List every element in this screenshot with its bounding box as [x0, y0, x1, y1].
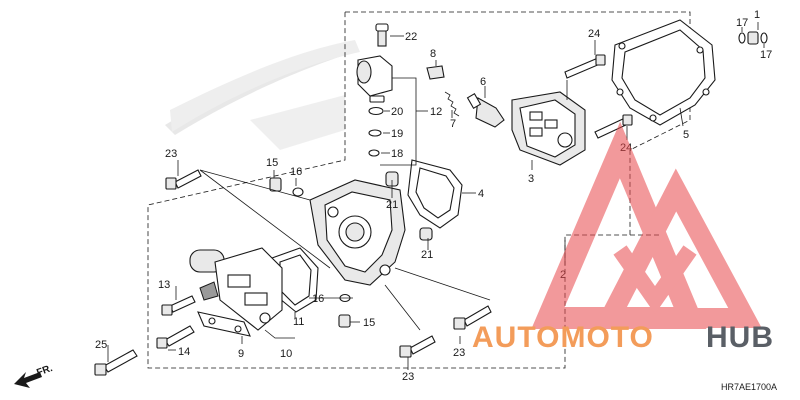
- callout-16-lower: 16: [312, 293, 324, 305]
- callout-17-right: 17: [760, 49, 772, 61]
- solenoid-lower: [189, 247, 283, 331]
- washer-16-upper: [292, 187, 304, 197]
- clip-8: [426, 65, 445, 80]
- callout-4: 4: [478, 188, 484, 200]
- callout-12: 12: [430, 106, 442, 118]
- callout-23-right: 23: [453, 347, 465, 359]
- washer-20: [368, 106, 384, 116]
- bracket-9: [197, 311, 251, 337]
- callout-18: 18: [391, 148, 403, 160]
- callout-10: 10: [280, 348, 292, 360]
- callout-19: 19: [391, 128, 403, 140]
- gasket-4: [407, 159, 463, 229]
- watermark-text-secondary: HUB: [706, 321, 774, 354]
- spring-7: [444, 91, 460, 117]
- callout-16-upper: 16: [290, 166, 302, 178]
- callout-labels: 1 2 3 4 5 6 7 8 9 10 11 12 13 14 15 15 1…: [95, 9, 772, 383]
- callout-6: 6: [480, 76, 486, 88]
- callout-23-left: 23: [165, 148, 177, 160]
- bolt-24-lower: [594, 114, 633, 139]
- callout-21-upper: 21: [386, 199, 398, 211]
- callout-7: 7: [450, 118, 456, 130]
- gasket-5: [611, 19, 716, 126]
- callout-24-upper: 24: [588, 28, 600, 40]
- front-direction-indicator: FR.: [14, 363, 54, 388]
- callout-21-lower: 21: [421, 249, 433, 261]
- solenoid-upper: [356, 23, 393, 103]
- bolt-23-right: [453, 305, 492, 330]
- plug-1: [738, 31, 768, 45]
- bolt-25: [94, 349, 138, 376]
- spool-6: [466, 93, 505, 128]
- callout-11: 11: [293, 316, 304, 328]
- bolt-15-lower: [338, 314, 351, 328]
- gasket-11: [271, 247, 319, 313]
- callout-1: 1: [754, 9, 760, 21]
- watermark: AUTOMOTO HUB: [472, 121, 774, 354]
- callout-5: 5: [683, 129, 689, 141]
- bolt-13: [161, 295, 196, 316]
- watermark-text-primary: AUTOMOTO: [472, 321, 654, 354]
- callout-20: 20: [391, 106, 403, 118]
- callout-14: 14: [178, 346, 190, 358]
- washer-19: [368, 129, 382, 137]
- callout-13: 13: [158, 279, 170, 291]
- callout-23-bottom: 23: [402, 371, 414, 383]
- bolt-14: [156, 325, 195, 349]
- bolt-23-left: [165, 169, 202, 190]
- bolt-15-upper: [269, 177, 282, 192]
- valve-body-2: [309, 179, 406, 286]
- callout-25: 25: [95, 339, 107, 351]
- cover-3: [511, 91, 586, 166]
- leader-lines: [107, 22, 765, 370]
- callout-15-upper: 15: [266, 157, 278, 169]
- hatch-shadow: [165, 40, 360, 150]
- callout-22: 22: [405, 31, 417, 43]
- front-arrow-icon: [14, 372, 42, 388]
- washer-18: [368, 149, 380, 157]
- diagram-code: HR7AE1700A: [721, 382, 777, 392]
- callout-8: 8: [430, 48, 436, 60]
- callout-3: 3: [528, 173, 534, 185]
- bolt-23-bottom: [399, 335, 436, 358]
- callout-9: 9: [238, 348, 244, 360]
- front-label: FR.: [35, 363, 54, 379]
- watermark-logo-icon: [531, 121, 762, 329]
- callout-17-left: 17: [736, 17, 748, 29]
- dowel-21-lower: [419, 227, 433, 241]
- callout-15-lower: 15: [363, 317, 375, 329]
- bolt-24-upper: [564, 54, 606, 79]
